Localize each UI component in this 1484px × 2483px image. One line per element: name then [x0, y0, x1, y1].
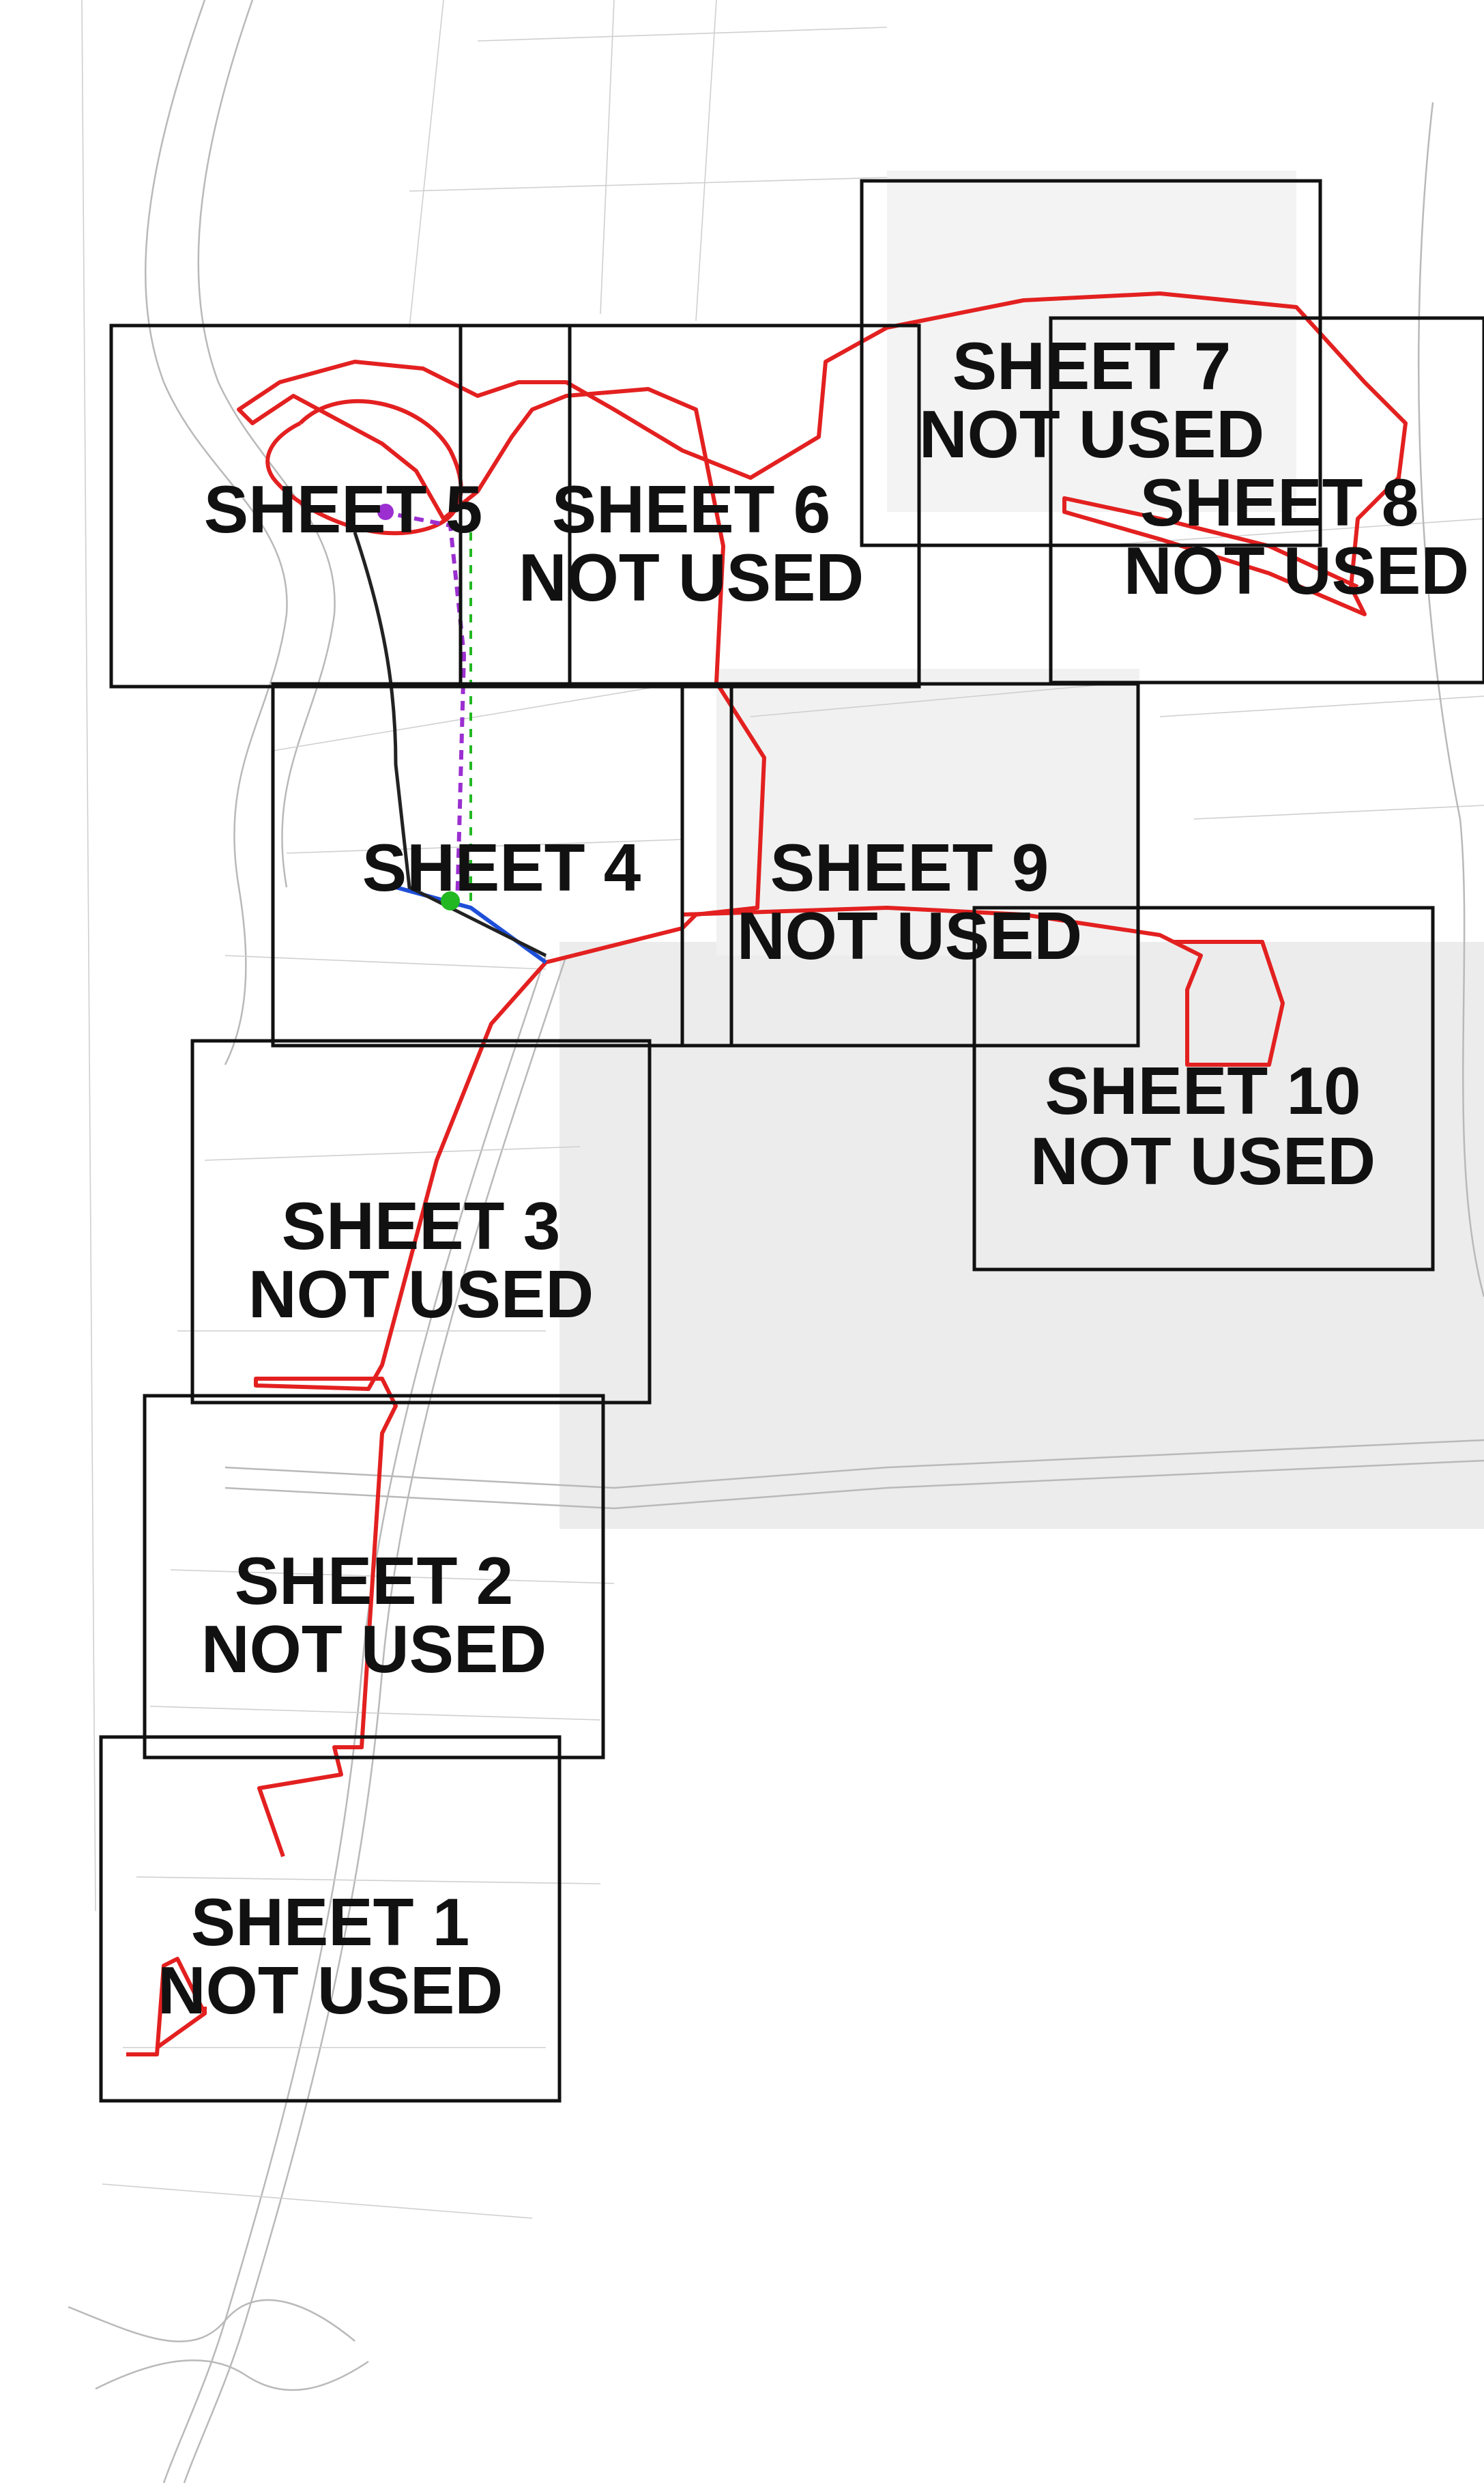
sheet-7-title: SHEET 7 [952, 328, 1231, 403]
sheet-9-status: NOT USED [737, 898, 1082, 973]
river-bank [197, 0, 336, 888]
sheet-1-title: SHEET 1 [191, 1884, 469, 1960]
sheet-10-title: SHEET 10 [1045, 1053, 1361, 1128]
sheet-labels: SHEET 5 SHEET 6 NOT USED SHEET 7 NOT USE… [158, 328, 1469, 2028]
sheet-frame-8 [1049, 316, 1484, 685]
sheet-frame-3 [190, 1039, 652, 1405]
sheet-6-title: SHEET 6 [552, 472, 830, 547]
sheet-3-status: NOT USED [248, 1257, 594, 1332]
east-west-road [224, 1439, 1484, 1489]
sheet-4-title: SHEET 4 [362, 830, 641, 905]
sheet-5-title: SHEET 5 [204, 472, 482, 547]
sheet-9-title: SHEET 9 [770, 830, 1049, 905]
field-lines [81, 0, 1484, 2219]
sheet-frame-7 [860, 179, 1322, 547]
black-works-line [353, 532, 547, 958]
sheet-2-status: NOT USED [201, 1611, 547, 1687]
sheet-frame-2 [143, 1394, 605, 1760]
works-lines [353, 504, 547, 964]
purple-node-marker [377, 504, 394, 520]
sheet-7-status: NOT USED [919, 397, 1264, 472]
junction-loop [68, 2299, 355, 2342]
basemap [68, 0, 1484, 2483]
sheet-2-title: SHEET 2 [235, 1543, 513, 1618]
sheet-8-status: NOT USED [1124, 533, 1469, 608]
sheet-8-title: SHEET 8 [1140, 465, 1418, 540]
river [144, 0, 288, 1065]
junction-loop-2 [95, 2359, 369, 2392]
planning-boundary [126, 291, 1408, 2056]
sheet-frame-4 [271, 682, 733, 1048]
route-east-spur [682, 906, 1285, 1067]
green-node-marker [441, 891, 460, 910]
sheet-frames [99, 179, 1484, 2103]
sheet-10-status: NOT USED [1030, 1123, 1376, 1199]
sheet-frame-5 [109, 324, 572, 689]
town-area [559, 942, 1484, 1529]
sheet-3-title: SHEET 3 [282, 1188, 560, 1263]
east-west-road-2 [224, 1459, 1484, 1510]
main-road-edge [183, 955, 568, 2483]
sheet-frame-1 [99, 1735, 562, 2103]
industrial-area [887, 171, 1296, 512]
sheet-6-status: NOT USED [519, 540, 864, 615]
route-north [237, 291, 1408, 958]
sheet-frame-6 [459, 324, 921, 689]
sheet-frame-10 [972, 906, 1435, 1272]
main-road [162, 955, 547, 2483]
sheet-1-status: NOT USED [158, 1953, 503, 2028]
route-site-loop [265, 399, 463, 536]
purple-dashed-line [381, 510, 467, 908]
route-south [126, 953, 574, 2056]
sheet-frame-9 [680, 682, 1140, 1048]
